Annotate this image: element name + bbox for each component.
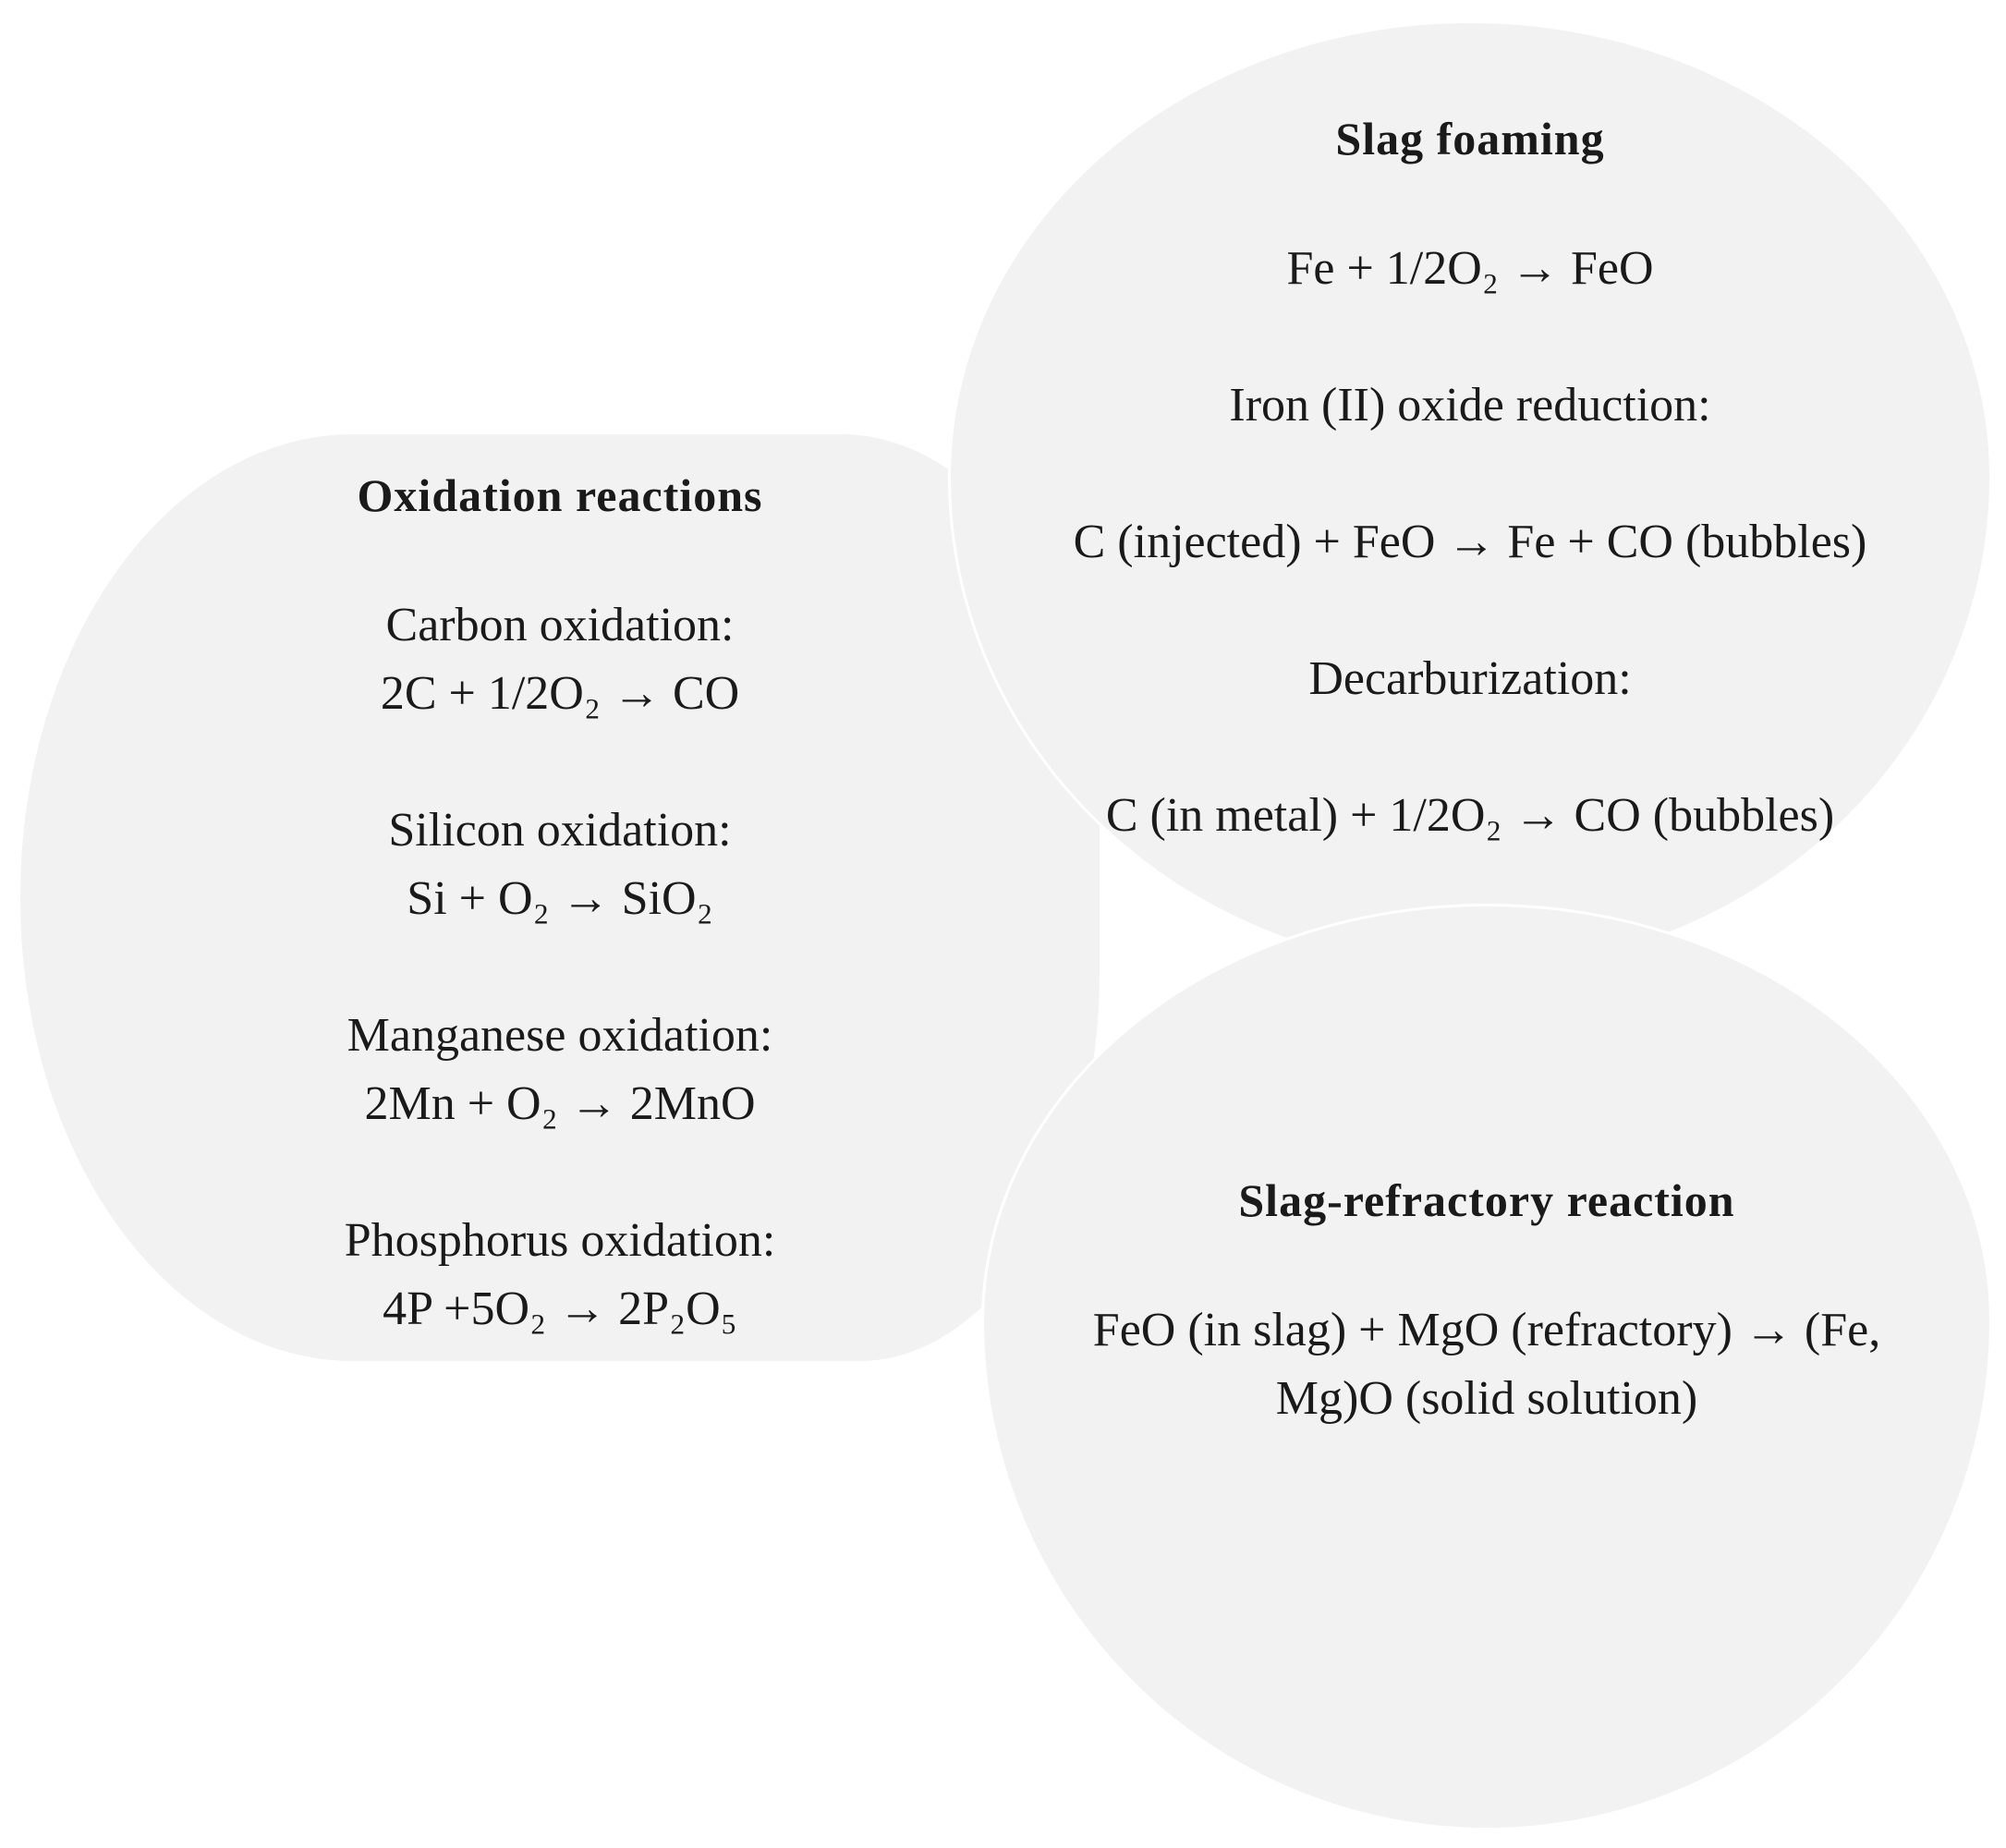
oxidation-title: Oxidation reactions bbox=[357, 469, 763, 521]
carbon-oxidation-equation: 2C + 1/2O₂ → CO bbox=[380, 667, 740, 720]
carbon-oxidation-label: Carbon oxidation: bbox=[385, 599, 735, 651]
slag-refractory-title: Slag-refractory reaction bbox=[1238, 1173, 1735, 1226]
iron-oxide-reduction-label: Iron (II) oxide reduction: bbox=[1229, 379, 1711, 432]
slag-foaming-bubble: Slag foaming Fe + 1/2O₂ → FeO Iron (II) … bbox=[948, 20, 1992, 972]
iron-oxidation-equation: Fe + 1/2O₂ → FeO bbox=[1286, 242, 1654, 295]
phosphorus-oxidation-label: Phosphorus oxidation: bbox=[344, 1214, 776, 1267]
phosphorus-oxidation-equation: 4P +5O₂ → 2P₂O₅ bbox=[383, 1283, 737, 1335]
oxidation-reactions-bubble: Oxidation reactions Carbon oxidation: 2C… bbox=[20, 434, 1100, 1361]
decarburization-equation: C (in metal) + 1/2O₂ → CO (bubbles) bbox=[1105, 789, 1835, 842]
manganese-oxidation-equation: 2Mn + O₂ → 2MnO bbox=[364, 1077, 756, 1130]
slag-refractory-equation-line1: FeO (in slag) + MgO (refractory) → (Fe, bbox=[1092, 1303, 1881, 1356]
silicon-oxidation-label: Silicon oxidation: bbox=[388, 804, 732, 857]
slag-foaming-title: Slag foaming bbox=[1335, 113, 1605, 164]
slag-refractory-equation-line2: Mg)O (solid solution) bbox=[1275, 1371, 1698, 1425]
slag-refractory-bubble: Slag-refractory reaction FeO (in slag) +… bbox=[981, 904, 1992, 1830]
manganese-oxidation-label: Manganese oxidation: bbox=[346, 1009, 773, 1062]
decarburization-label: Decarburization: bbox=[1308, 652, 1632, 705]
iron-oxide-reduction-equation: C (injected) + FeO → Fe + CO (bubbles) bbox=[1073, 516, 1867, 568]
silicon-oxidation-equation: Si + O₂ → SiO₂ bbox=[407, 872, 713, 925]
